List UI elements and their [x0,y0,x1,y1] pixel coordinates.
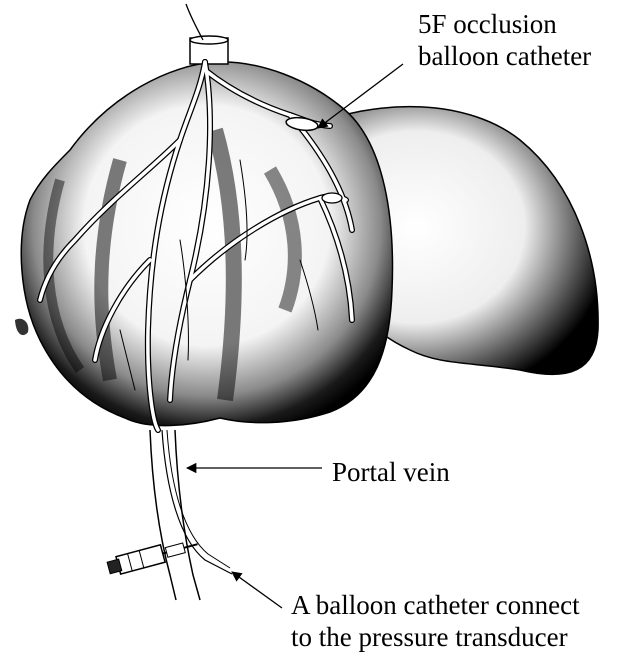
portal-vein-label: Portal vein [332,456,450,488]
occlusion-catheter-label-line2: balloon catheter [418,40,591,72]
tissue-fragment [15,319,28,335]
portal-vein-trunk-right [175,430,200,600]
catheter-tip-balloon [322,193,342,203]
catheter-wire [186,4,203,40]
transducer-catheter-label-line2: to the pressure transducer [291,621,580,653]
occlusion-catheter-label: 5F occlusion balloon catheter [418,8,591,72]
transducer-catheter-label-line1: A balloon catheter connect [291,589,580,621]
portal-vein-trunk [150,430,176,600]
transducer-catheter-label: A balloon catheter connect to the pressu… [291,589,580,653]
occlusion-catheter-label-line1: 5F occlusion [418,8,591,40]
arrow-transducer-catheter [232,572,282,608]
vessel-stump-top [190,36,228,44]
